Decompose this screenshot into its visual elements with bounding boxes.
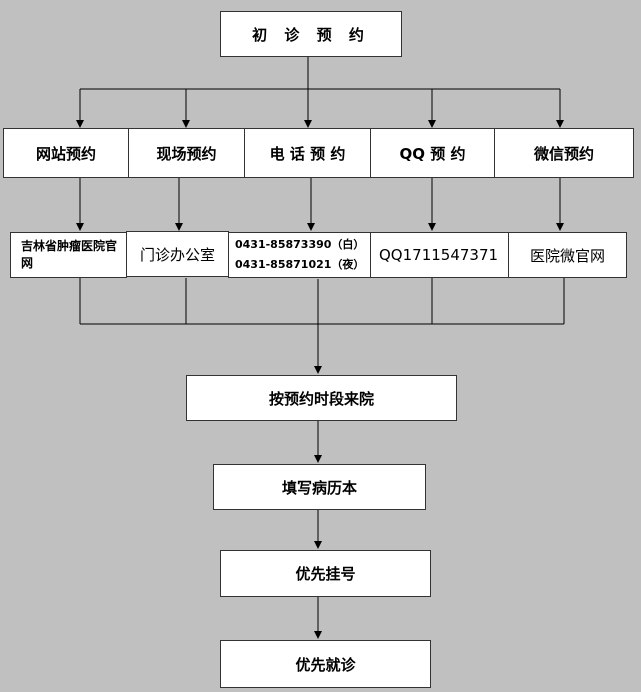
detail-onsite: 门诊办公室 (126, 231, 229, 277)
method-onsite: 现场预约 (128, 128, 245, 178)
detail-phone: 0431-85873390（白） 0431-85871021（夜） (228, 232, 371, 278)
phone-night: 0431-85871021（夜） (235, 258, 365, 271)
step-visit: 优先就诊 (220, 640, 431, 688)
method-wechat: 微信预约 (494, 128, 634, 178)
detail-wechat: 医院微官网 (508, 232, 627, 278)
detail-website: 吉林省肿瘤医院官网 (10, 232, 127, 278)
step-register: 优先挂号 (220, 550, 431, 597)
method-website: 网站预约 (3, 128, 129, 178)
method-qq: QQ 预 约 (370, 128, 495, 178)
step-record: 填写病历本 (213, 464, 426, 510)
title-box: 初 诊 预 约 (220, 11, 402, 57)
method-phone: 电 话 预 约 (244, 128, 371, 178)
step-arrive: 按预约时段来院 (186, 375, 457, 421)
phone-day: 0431-85873390（白） (235, 238, 365, 251)
detail-qq: QQ1711547371 (370, 232, 509, 278)
